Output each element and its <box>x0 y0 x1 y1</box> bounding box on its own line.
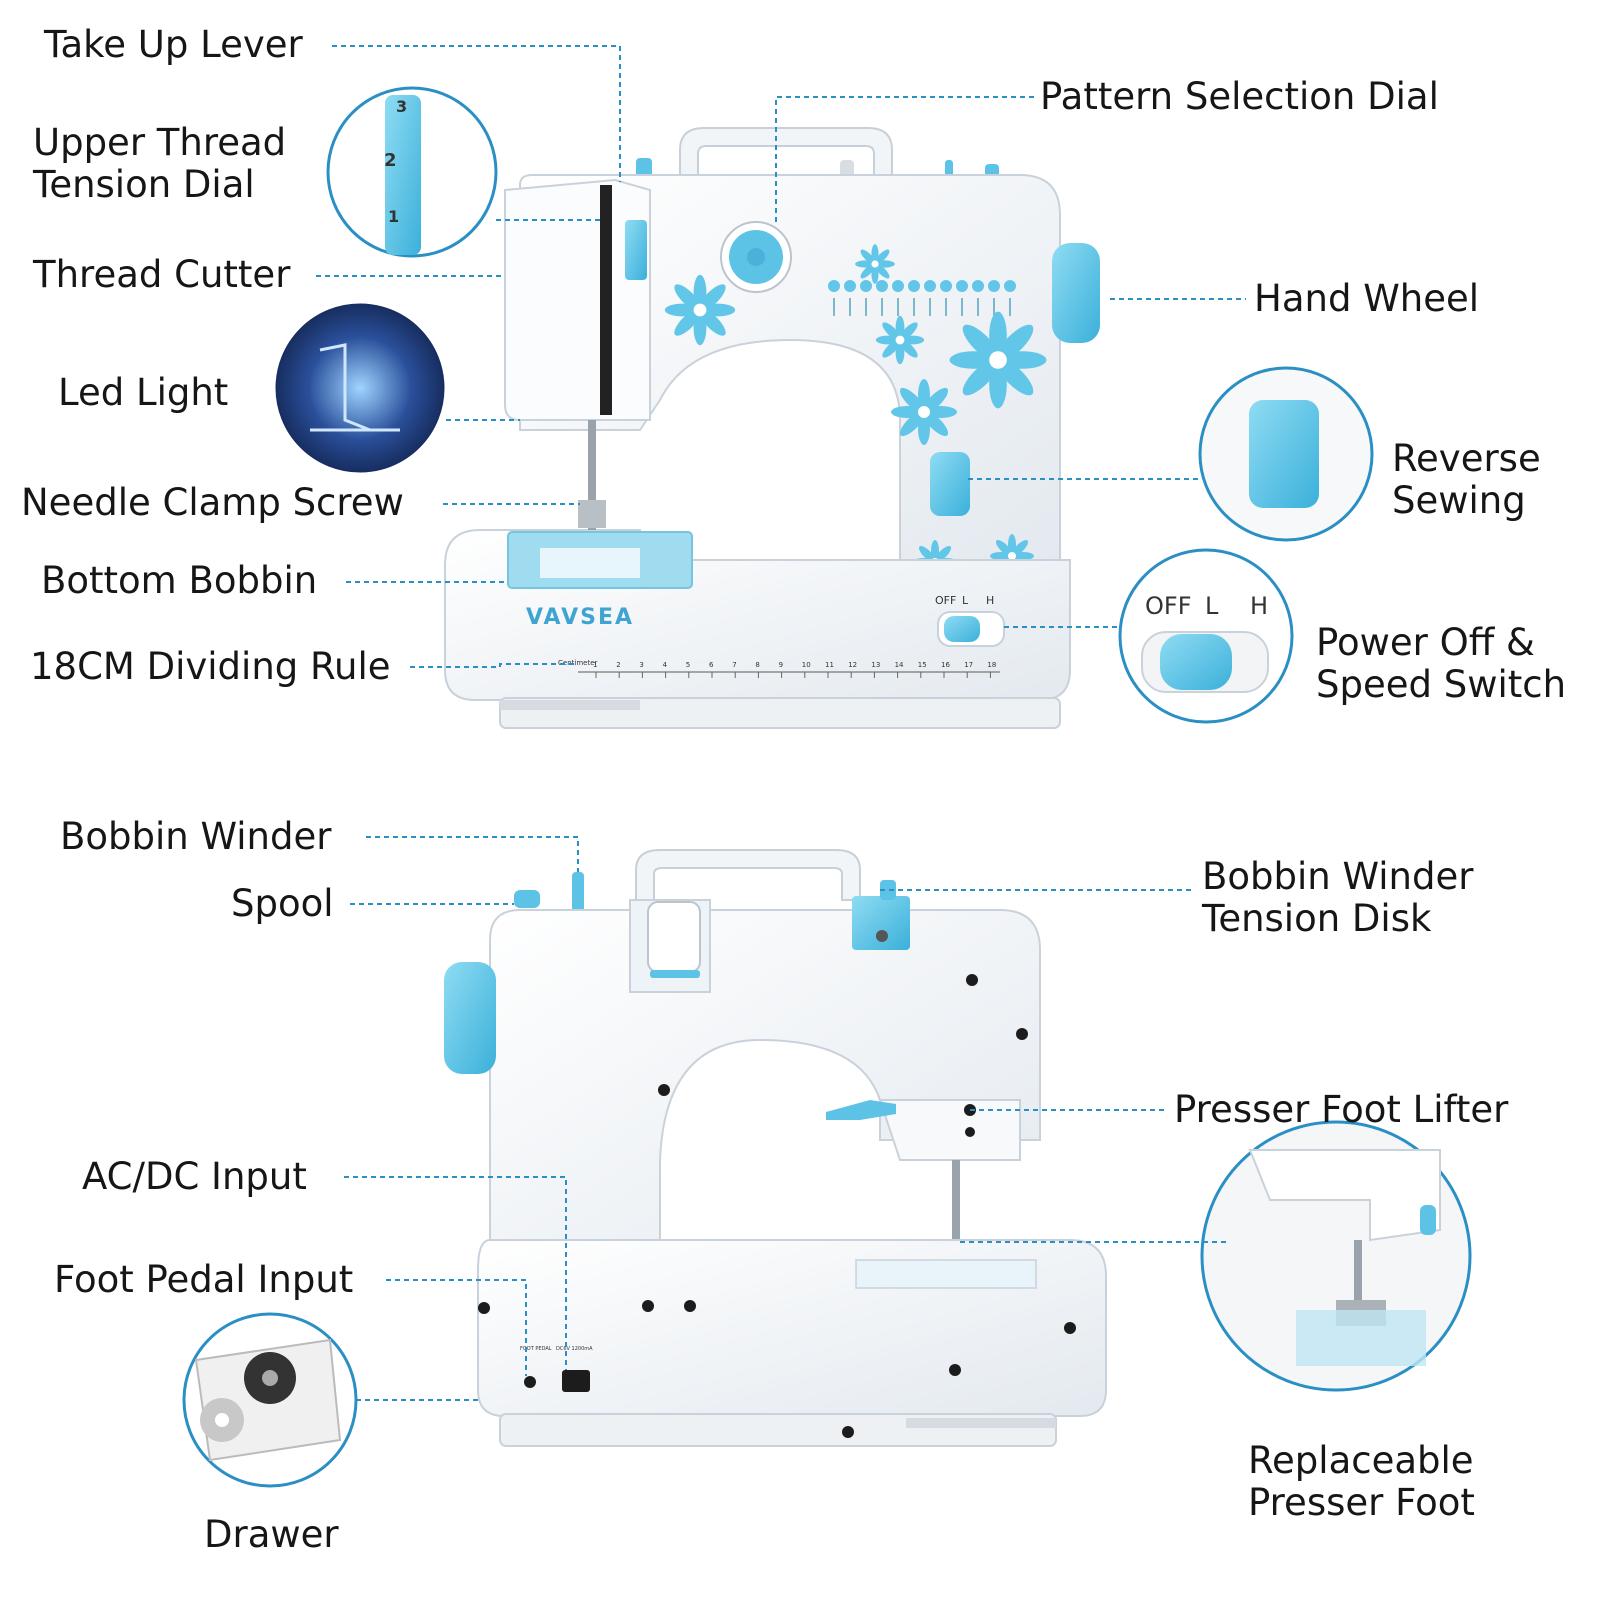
needle-bar <box>588 420 596 530</box>
label-drawer: Drawer <box>204 1513 339 1556</box>
machine-upper-body <box>519 174 1061 561</box>
label-take-up-lever: Take Up Lever <box>44 23 303 66</box>
spool-pin[interactable] <box>514 890 540 908</box>
ruler-tick-label: 16 <box>941 661 950 669</box>
svg-text:L: L <box>962 594 969 607</box>
label-dividing-rule: 18CM Dividing Rule <box>30 645 391 688</box>
dc-input-port[interactable] <box>562 1370 590 1392</box>
ruler-tick-label: 6 <box>709 661 714 669</box>
rear-needle-bar <box>952 1160 960 1270</box>
ruler-tick-label: 7 <box>732 661 736 669</box>
svg-text:1: 1 <box>388 207 399 226</box>
ruler-tick-label: 14 <box>895 661 904 669</box>
svg-text:OFF: OFF <box>935 594 956 607</box>
reverse-sewing-callout <box>1198 366 1374 542</box>
brand-logo: VAVSEA <box>526 605 634 630</box>
hand-wheel[interactable] <box>1052 243 1100 343</box>
screw-holes <box>478 974 1076 1438</box>
bottom-leader-lines <box>344 836 1226 1401</box>
ruler-tick-label: 3 <box>639 661 643 669</box>
upper-thread-tension-dial[interactable] <box>625 220 647 280</box>
reverse-sewing-button[interactable] <box>930 452 970 516</box>
svg-text:FOOT PEDAL: FOOT PEDAL <box>520 1346 552 1352</box>
ruler-tick-label: 15 <box>918 661 927 669</box>
svg-text:H: H <box>1250 592 1268 620</box>
ruler-tick-label: 1 <box>593 661 597 669</box>
rear-carry-handle <box>635 849 861 901</box>
label-bottom-bobbin: Bottom Bobbin <box>41 559 318 602</box>
presser-foot-lifter[interactable] <box>826 1100 896 1120</box>
presser-foot-callout <box>1200 1120 1472 1392</box>
ruler-tick-label: 18 <box>987 661 996 669</box>
svg-text:Centimeter: Centimeter <box>558 659 597 667</box>
label-presser-foot-lifter: Presser Foot Lifter <box>1174 1088 1509 1131</box>
label-spool: Spool <box>231 882 334 925</box>
spool-thread-icon <box>629 899 711 993</box>
svg-text:2: 2 <box>384 150 397 171</box>
pattern-selection-dial[interactable] <box>720 221 792 293</box>
ruler-tick-label: 12 <box>848 661 857 669</box>
label-thread-cutter: Thread Cutter <box>33 253 291 296</box>
label-needle-clamp-screw: Needle Clamp Screw <box>21 481 404 524</box>
label-ac-dc-input: AC/DC Input <box>82 1155 307 1198</box>
top-leader-lines <box>316 45 1246 668</box>
label-bobbin-winder: Bobbin Winder <box>60 815 332 858</box>
svg-text:L: L <box>1205 592 1219 620</box>
led-light-callout <box>272 300 448 476</box>
ruler-tick-label: 10 <box>802 661 811 669</box>
svg-text:3: 3 <box>396 97 407 116</box>
svg-text:OFF: OFF <box>1145 592 1192 620</box>
ruler-tick-label: 4 <box>663 661 668 669</box>
bobbin-winder-tension-disk[interactable] <box>852 896 910 950</box>
tension-dial-callout: 3 2 1 <box>326 86 498 258</box>
ruler-tick-label: 2 <box>616 661 620 669</box>
foot-pedal-port[interactable] <box>524 1376 536 1388</box>
label-hand-wheel: Hand Wheel <box>1254 277 1480 320</box>
bobbin-winder[interactable] <box>572 872 584 912</box>
rear-hand-wheel[interactable] <box>444 962 496 1074</box>
ruler-tick-label: 17 <box>964 661 973 669</box>
drawer-callout <box>182 1312 358 1488</box>
rear-upper-body <box>489 909 1041 1261</box>
ruler-tick-label: 9 <box>779 661 783 669</box>
label-led-light: Led Light <box>58 371 229 414</box>
stitch-pattern-row <box>828 280 1016 292</box>
rear-machine: FOOT PEDAL DC6V 1200mA <box>444 849 1107 1447</box>
svg-text:DC6V 1200mA: DC6V 1200mA <box>556 1346 593 1352</box>
bobbin-icon <box>200 1352 296 1442</box>
label-foot-pedal-input: Foot Pedal Input <box>54 1258 354 1301</box>
ruler-tick-label: 5 <box>686 661 690 669</box>
label-pattern-selection-dial: Pattern Selection Dial <box>1040 75 1439 118</box>
speed-switch-callout: OFF L H <box>1118 548 1294 724</box>
ruler-tick-label: 13 <box>871 661 880 669</box>
ruler-tick-label: 11 <box>825 661 834 669</box>
presser-foot-icon <box>1296 1240 1426 1366</box>
label-power-speed-switch: Power Off &Speed Switch <box>1316 621 1567 706</box>
svg-text:H: H <box>986 594 994 607</box>
ruler-tick-label: 8 <box>755 661 759 669</box>
led-light-icon <box>310 343 400 432</box>
